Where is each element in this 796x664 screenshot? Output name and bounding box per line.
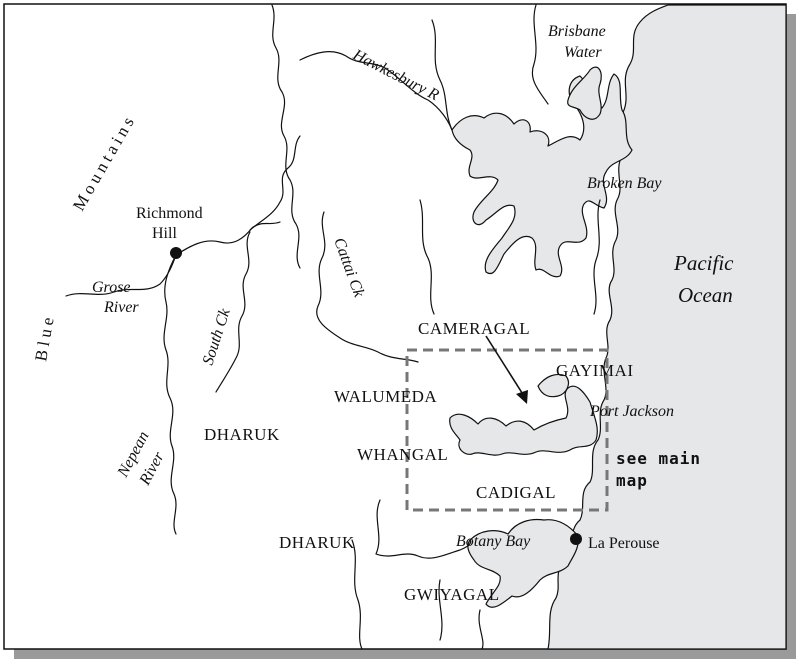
richmond-river — [175, 221, 281, 256]
label-walumeda: WALUMEDA — [334, 387, 437, 406]
cameragal-arrow-head — [516, 390, 528, 404]
label-la-perouse: La Perouse — [588, 535, 660, 552]
la-perouse-dot — [570, 533, 582, 545]
eastern-ridge — [419, 4, 601, 315]
label-brisbane: Brisbane — [548, 23, 606, 40]
label-richmond: Richmond — [136, 205, 203, 222]
cameragal-arrow-line — [485, 335, 525, 397]
georges-river — [351, 499, 472, 650]
label-ocean: Ocean — [678, 283, 733, 307]
label-grose: Grose — [92, 279, 131, 296]
inset-box — [405, 348, 609, 512]
broken-bay-estuary — [451, 73, 633, 278]
label-grose-river: River — [103, 299, 139, 316]
label-hill: Hill — [152, 225, 177, 242]
label-cameragal: CAMERAGAL — [418, 319, 530, 338]
port-jackson — [449, 385, 598, 456]
botany-bay — [467, 518, 579, 608]
label-dharuk-west: DHARUK — [204, 425, 280, 444]
upper-hawkesbury — [249, 135, 301, 231]
label-gwiyagal: GWIYAGAL — [404, 585, 500, 604]
cattai-creek — [316, 211, 419, 363]
label-broken-bay: Broken Bay — [587, 175, 662, 192]
label-whangal: WHANGAL — [357, 445, 448, 464]
label-water: Water — [564, 44, 602, 61]
label-botany-bay: Botany Bay — [456, 533, 531, 550]
label-gayimai: GAYIMAI — [556, 361, 634, 380]
label-pacific: Pacific — [673, 251, 734, 275]
nepean-river — [163, 254, 177, 535]
label-see-main: see main — [616, 449, 701, 468]
south-creek — [215, 231, 251, 393]
southern-creeks — [438, 579, 484, 650]
grose-river — [65, 254, 177, 297]
label-dharuk-south: DHARUK — [279, 533, 355, 552]
hawkesbury-river — [271, 4, 453, 269]
label-port-jackson: Port Jackson — [589, 403, 674, 420]
middle-harbour — [537, 373, 570, 398]
label-map: map — [616, 471, 648, 490]
brisbane-water — [567, 66, 602, 120]
richmond-hill-dot — [170, 247, 182, 259]
label-cadigal: CADIGAL — [476, 483, 556, 502]
